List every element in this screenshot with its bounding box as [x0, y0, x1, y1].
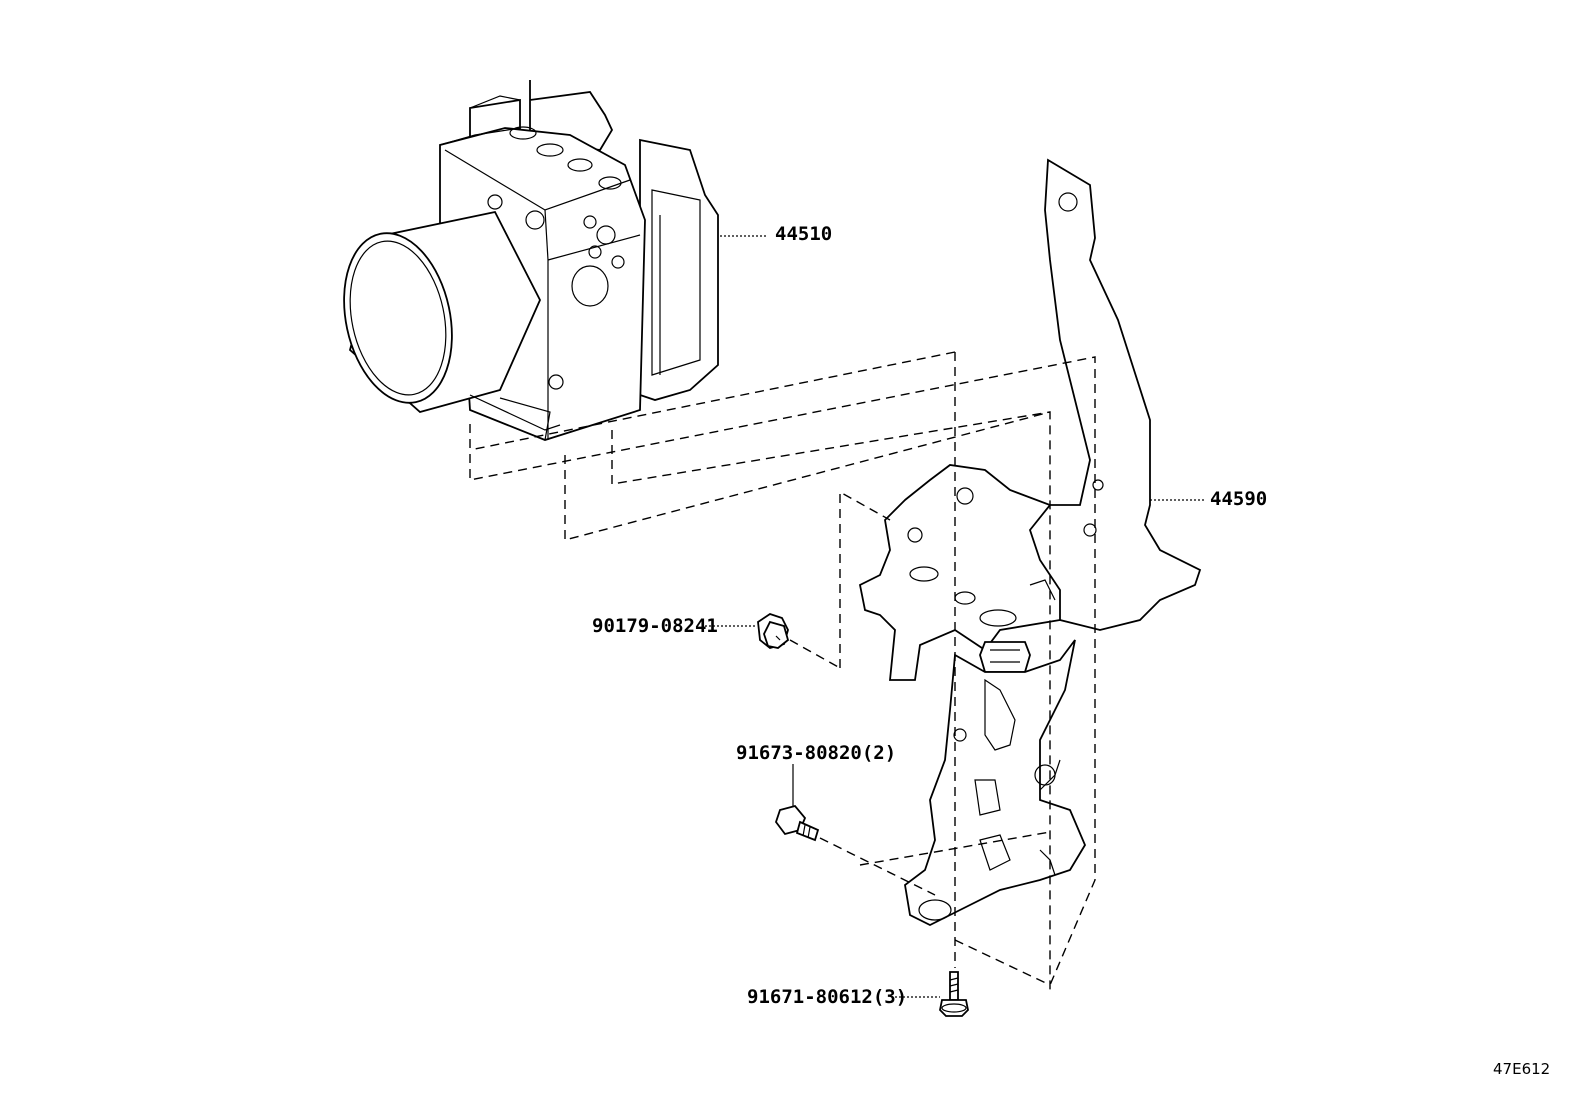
drawing-reference-code: 47E612	[1493, 1060, 1551, 1078]
bolt-icon[interactable]	[939, 971, 969, 1017]
side-bolt-install-path	[819, 837, 936, 896]
part-number-actuator: 44510	[775, 223, 833, 245]
abs-actuator-icon[interactable]	[329, 80, 719, 441]
part-number-bracket: 44590	[1210, 488, 1268, 510]
nut-icon[interactable]	[757, 613, 790, 649]
actuator-bracket-icon[interactable]	[858, 158, 1202, 927]
bolt-icon[interactable]	[774, 804, 820, 842]
part-number-side-bolt: 91673-80820(2)	[736, 742, 897, 764]
part-number-nut: 90179-08241	[592, 615, 718, 637]
part-number-bottom-bolt: 91671-80612(3)	[747, 986, 908, 1008]
nut-install-path	[789, 639, 841, 669]
assembly-guide-lines	[469, 351, 1096, 990]
